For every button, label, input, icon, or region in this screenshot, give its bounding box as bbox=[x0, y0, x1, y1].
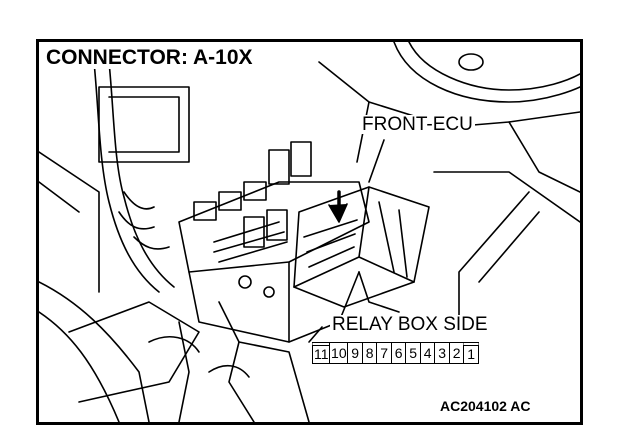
figure-code: AC204102 AC bbox=[440, 398, 531, 414]
front-ecu-callout: FRONT-ECU bbox=[360, 114, 475, 135]
connector-title: CONNECTOR: A-10X bbox=[43, 46, 256, 69]
connector-pinout: 11 10 9 8 7 6 5 4 3 2 1 bbox=[312, 342, 480, 364]
diagram-frame: CONNECTOR: A-10X FRONT-ECU RELAY BOX SID… bbox=[36, 39, 583, 425]
connector-pin: 10 bbox=[329, 342, 349, 364]
engine-bay-illustration bbox=[39, 42, 580, 422]
connector-pin: 11 bbox=[312, 342, 331, 364]
connector-pin: 1 bbox=[463, 342, 480, 364]
relay-box-side-label: RELAY BOX SIDE bbox=[330, 314, 490, 335]
